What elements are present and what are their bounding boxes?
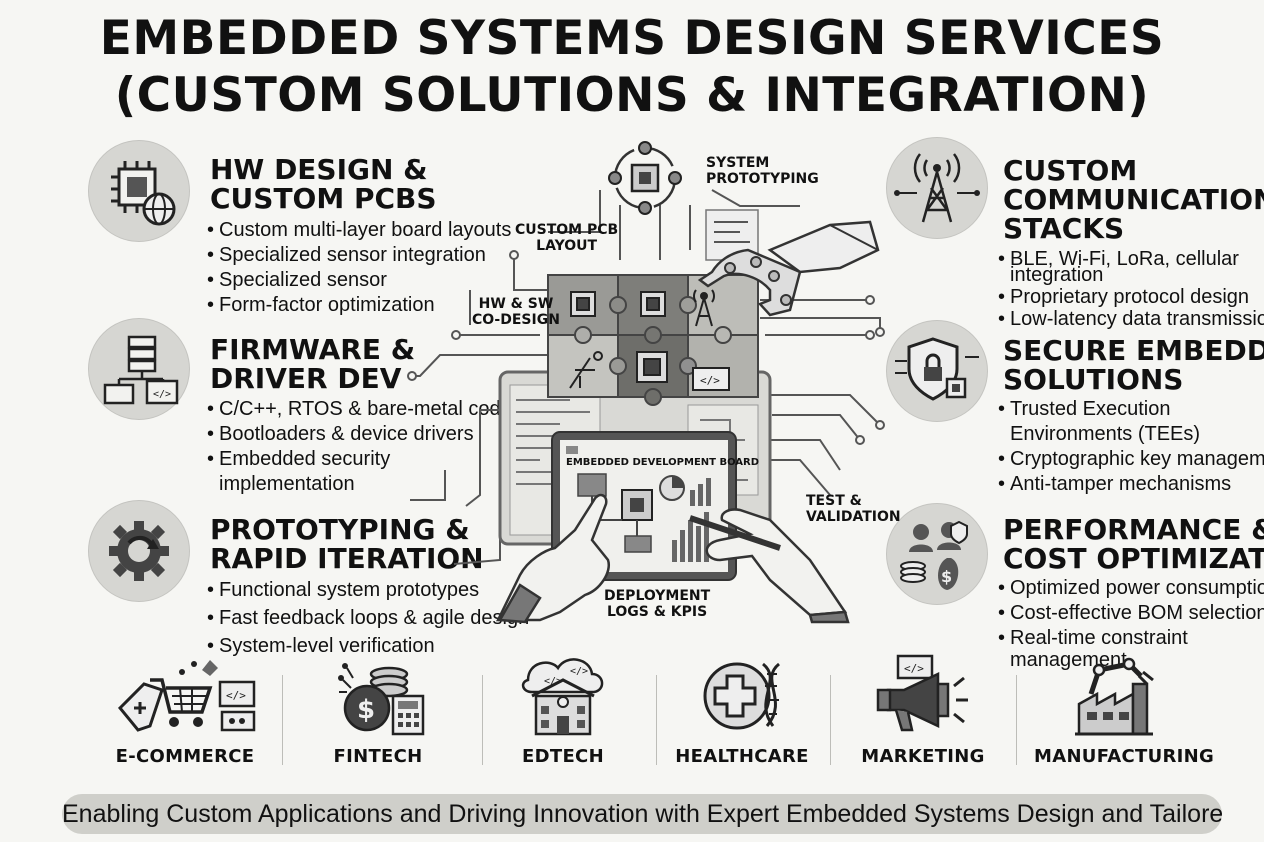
label-custom-pcb-layout: CUSTOM PCB LAYOUT <box>515 222 619 254</box>
industry-label: HEALTHCARE <box>675 746 809 767</box>
performance-title: PERFORMANCE & COST OPTIMIZATION <box>1003 513 1264 575</box>
school-building-icon: </> </> <box>521 658 604 736</box>
list-item: Bootloaders & device drivers <box>207 422 512 447</box>
svg-text:</>: </> <box>544 676 562 687</box>
robot-hand <box>697 220 880 317</box>
comm-stacks-title: CUSTOM COMMUNICATION STACKS <box>1003 154 1264 245</box>
industry-label: E-COMMERCE <box>115 746 255 767</box>
divider <box>482 675 483 765</box>
list-item: C/C++, RTOS & bare-metal code <box>207 397 512 422</box>
divider <box>1016 675 1017 765</box>
factory-robot-arm-icon <box>1075 657 1154 736</box>
hw-design-title: HW DESIGN & CUSTOM PCBS <box>210 153 437 215</box>
megaphone-icon: </> <box>876 654 968 732</box>
hw-design-bullets: Custom multi-layer board layouts Special… <box>207 218 511 318</box>
page-title: EMBEDDED SYSTEMS DESIGN SERVICES (CUSTOM… <box>0 10 1264 124</box>
industry-label: MANUFACTURING <box>1034 746 1215 767</box>
list-item: Specialized sensor <box>207 268 511 293</box>
industry-ecommerce: </> E-COMMERCE <box>105 650 265 767</box>
list-item: Custom multi-layer board layouts <box>207 218 511 243</box>
front-tablet <box>551 431 737 581</box>
list-item: System-level verification <box>207 634 529 659</box>
list-item: Functional system prototypes <box>207 578 529 603</box>
svg-text:</>: </> <box>904 662 924 675</box>
list-item: Low-latency data transmission <box>998 308 1264 330</box>
industry-healthcare: HEALTHCARE <box>662 650 822 767</box>
label-test-validation: TEST & VALIDATION <box>806 493 901 525</box>
list-item: Cost-effective BOM selection <box>998 602 1264 624</box>
puzzle-chip-icons <box>570 291 730 391</box>
coins-calculator-icon: $ <box>338 663 425 736</box>
firmware-bullets: C/C++, RTOS & bare-metal code Bootloader… <box>207 397 512 497</box>
firmware-title: FIRMWARE & DRIVER DEV <box>210 333 416 395</box>
prototyping-bullets: Functional system prototypes Fast feedba… <box>207 578 529 659</box>
svg-text:$: $ <box>357 695 375 725</box>
divider <box>830 675 831 765</box>
shopping-cart-icon: </> <box>117 660 256 732</box>
list-item: Fast feedback loops & agile design <box>207 606 529 631</box>
shield-lock-icon <box>886 320 988 422</box>
list-item: Anti-tamper mechanisms <box>998 473 1264 495</box>
label-system-prototyping: SYSTEM PROTOTYPING <box>706 155 819 187</box>
label-embedded-development-board: EMBEDDED DEVELOPMENT BOARD <box>566 457 760 468</box>
secure-bullets: Trusted Execution Environments (TEEs) Cr… <box>998 398 1264 495</box>
list-item: Trusted Execution Environments (TEEs) <box>998 398 1264 445</box>
puzzle-grid <box>547 274 759 406</box>
divider <box>282 675 283 765</box>
puzzle-antenna-icon <box>693 289 715 327</box>
list-item: Embedded security implementation <box>207 447 512 497</box>
industry-fintech: $ FINTECH <box>298 650 458 767</box>
list-item: Form-factor optimization <box>207 293 511 318</box>
list-item: Proprietary protocol design <box>998 286 1264 308</box>
code-document <box>705 209 759 261</box>
label-deployment-logs: DEPLOYMENT LOGS & KPIS <box>604 588 711 620</box>
prototyping-title: PROTOTYPING & RAPID ITERATION <box>210 513 484 575</box>
list-item: Specialized sensor integration <box>207 243 511 268</box>
industry-edtech: </> </> EDTECH <box>483 650 643 767</box>
list-item: Cryptographic key management <box>998 448 1264 470</box>
industry-label: MARKETING <box>861 746 985 767</box>
label-hw-sw-codesign: HW & SW CO-DESIGN <box>472 296 560 328</box>
svg-text:</>: </> <box>700 374 720 387</box>
industry-manufacturing: MANUFACTURING <box>1034 650 1215 767</box>
people-money-icon: $ <box>886 503 988 605</box>
divider <box>656 675 657 765</box>
medical-dna-icon <box>703 662 781 730</box>
list-item: BLE, Wi-Fi, LoRa, cellular integration <box>998 248 1264 286</box>
list-item: Optimized power consumption <box>998 577 1264 599</box>
svg-text:</>: </> <box>570 666 588 677</box>
server-network-icon: </> <box>88 318 190 420</box>
chip-globe-icon <box>88 140 190 242</box>
puzzle-tools-icon <box>569 351 603 389</box>
page-title-line-2: (CUSTOM SOLUTIONS & INTEGRATION) <box>114 68 1150 123</box>
industry-label: EDTECH <box>522 746 604 767</box>
secure-title: SECURE EMBEDDED SOLUTIONS <box>1003 334 1264 396</box>
industry-marketing: </> MARKETING <box>843 650 1003 767</box>
industry-label: FINTECH <box>333 746 423 767</box>
page-title-line-1: EMBEDDED SYSTEMS DESIGN SERVICES <box>99 11 1165 66</box>
comm-stacks-bullets: BLE, Wi-Fi, LoRa, cellular integration P… <box>998 248 1264 330</box>
svg-text:</>: </> <box>153 389 171 400</box>
svg-text:$: $ <box>941 567 952 586</box>
performance-bullets: Optimized power consumption Cost-effecti… <box>998 577 1264 671</box>
svg-text:</>: </> <box>226 689 246 702</box>
tagline-banner: Enabling Custom Applications and Driving… <box>62 794 1222 834</box>
antenna-tower-icon <box>886 137 988 239</box>
cycle-chip-icon <box>608 141 682 215</box>
gear-refresh-icon <box>88 500 190 602</box>
